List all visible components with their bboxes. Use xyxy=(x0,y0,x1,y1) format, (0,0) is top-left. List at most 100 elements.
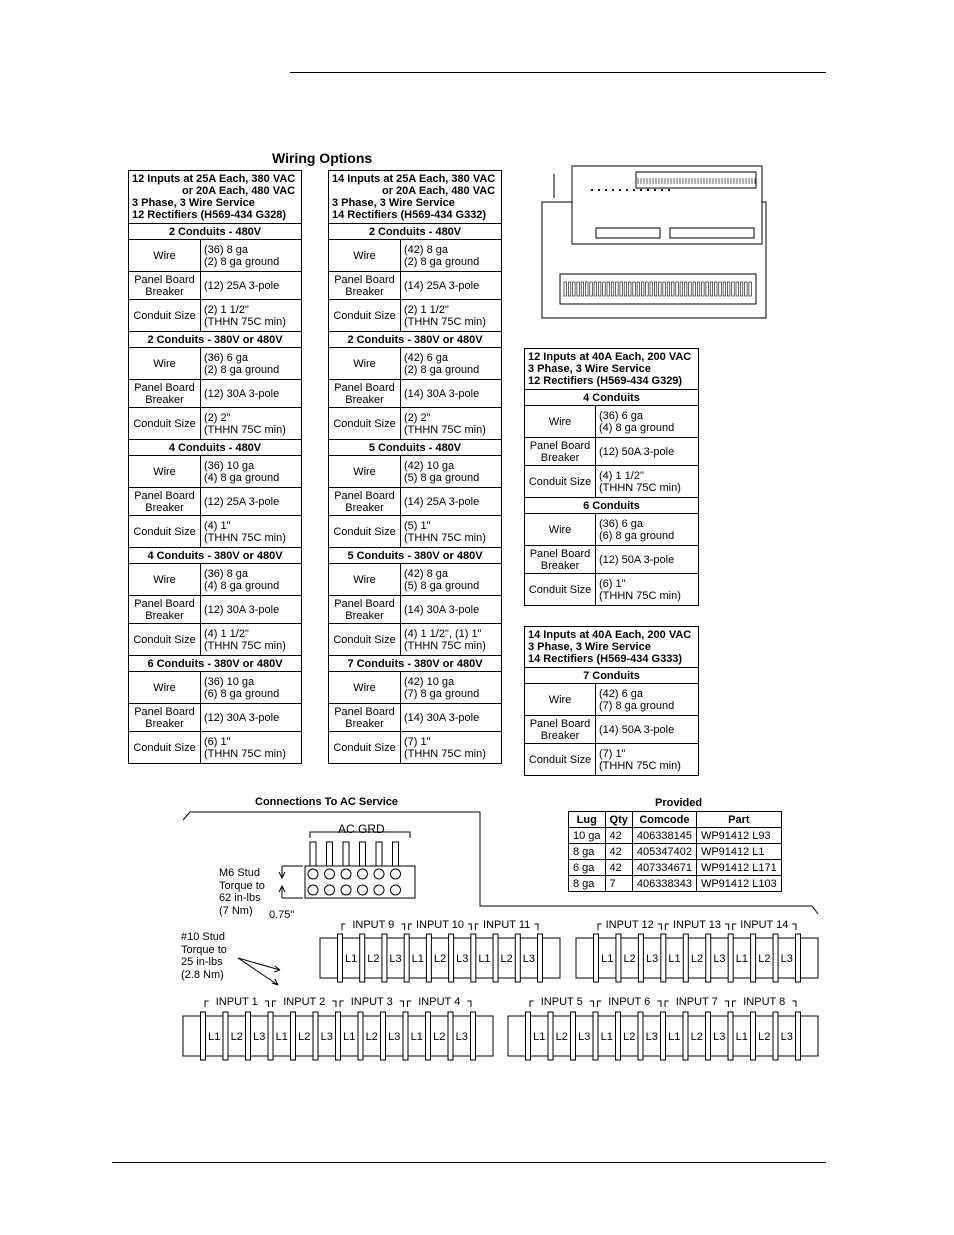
row-value: (7) 1"(THHN 75C min) xyxy=(400,731,502,764)
phase-label: L3 xyxy=(321,1031,333,1043)
row-label: Conduit Size xyxy=(524,465,596,498)
table-cell: 7 xyxy=(604,875,633,892)
phase-label: L2 xyxy=(434,953,446,965)
row-value: (12) 30A 3-pole xyxy=(200,595,302,624)
row-label: Wire xyxy=(524,683,596,716)
table-cell: WP91412 L93 xyxy=(695,827,782,844)
phase-label: L3 xyxy=(781,953,793,965)
phase-label: L1 xyxy=(601,953,613,965)
row-value: (2) 2"(THHN 75C min) xyxy=(400,407,502,440)
row-label: Conduit Size xyxy=(128,731,201,764)
row-label: Panel Board Breaker xyxy=(524,715,596,744)
table-cell: 406338145 xyxy=(631,827,697,844)
row-label: Wire xyxy=(328,347,401,380)
phase-label: L3 xyxy=(713,953,725,965)
phase-label: L2 xyxy=(556,1031,568,1043)
input-label: INPUT 8 xyxy=(743,996,785,1008)
table-cell: 406338343 xyxy=(631,875,697,892)
row-value: (5) 1"(THHN 75C min) xyxy=(400,515,502,548)
phase-label: L2 xyxy=(366,1031,378,1043)
phase-label: L2 xyxy=(691,1031,703,1043)
table-cell: 42 xyxy=(604,859,633,876)
phase-label: L3 xyxy=(781,1031,793,1043)
row-value: (4) 1 1/2", (1) 1"(THHN 75C min) xyxy=(400,623,502,656)
rectifier-shelf-illustration xyxy=(541,165,767,319)
row-value: (36) 10 ga(4) 8 ga ground xyxy=(200,455,302,488)
row-label: Conduit Size xyxy=(328,407,401,440)
row-value: (42) 8 ga(2) 8 ga ground xyxy=(400,239,502,272)
row-label: Panel Board Breaker xyxy=(328,595,401,624)
phase-label: L2 xyxy=(298,1031,310,1043)
table-cell: 8 ga xyxy=(568,875,606,892)
provided-col-header: Part xyxy=(695,811,782,828)
row-label: Panel Board Breaker xyxy=(328,379,401,408)
input-label: INPUT 7 xyxy=(676,996,718,1008)
phase-label: L2 xyxy=(501,953,513,965)
row-value: (6) 1"(THHN 75C min) xyxy=(595,573,699,606)
table-cell: 405347402 xyxy=(631,843,697,860)
input-label: INPUT 11 xyxy=(483,919,530,931)
row-label: Conduit Size xyxy=(128,407,201,440)
section-title: 5 Conduits - 480V xyxy=(328,439,502,456)
provided-col-header: Comcode xyxy=(631,811,697,828)
provided-col-header: Qty xyxy=(604,811,633,828)
connections-title: Connections To AC Service xyxy=(255,796,399,808)
row-value: (6) 1"(THHN 75C min) xyxy=(200,731,302,764)
row-value: (42) 10 ga(7) 8 ga ground xyxy=(400,671,502,704)
row-value: (12) 30A 3-pole xyxy=(200,379,302,408)
input-label: INPUT 2 xyxy=(283,996,325,1008)
phase-label: L3 xyxy=(253,1031,265,1043)
row-label: Panel Board Breaker xyxy=(128,379,201,408)
row-label: Conduit Size xyxy=(328,731,401,764)
row-label: Panel Board Breaker xyxy=(128,271,201,300)
input-label: INPUT 9 xyxy=(352,919,394,931)
phase-label: L3 xyxy=(646,1031,658,1043)
phase-label: L1 xyxy=(343,1031,355,1043)
row-value: (7) 1"(THHN 75C min) xyxy=(595,743,699,776)
phase-label: L1 xyxy=(533,1031,545,1043)
phase-label: L2 xyxy=(623,1031,635,1043)
row-label: Wire xyxy=(128,455,201,488)
input-label: INPUT 13 xyxy=(673,919,721,931)
phase-label: L2 xyxy=(758,1031,770,1043)
row-value: (36) 6 ga(2) 8 ga ground xyxy=(200,347,302,380)
row-label: Wire xyxy=(328,671,401,704)
input-label: INPUT 12 xyxy=(606,919,654,931)
row-value: (36) 10 ga(6) 8 ga ground xyxy=(200,671,302,704)
phase-label: L2 xyxy=(367,953,379,965)
phase-label: L1 xyxy=(478,953,490,965)
row-value: (12) 25A 3-pole xyxy=(200,271,302,300)
dimension-label: 0.75" xyxy=(269,909,295,921)
row-label: Conduit Size xyxy=(524,743,596,776)
row-value: (2) 1 1/2"(THHN 75C min) xyxy=(200,299,302,332)
phase-label: L2 xyxy=(758,953,770,965)
table-cell: WP91412 L103 xyxy=(695,875,782,892)
row-value: (12) 50A 3-pole xyxy=(595,437,699,466)
input-label: INPUT 3 xyxy=(351,996,393,1008)
phase-label: L1 xyxy=(412,953,424,965)
row-value: (12) 30A 3-pole xyxy=(200,703,302,732)
input-label: INPUT 5 xyxy=(541,996,583,1008)
row-label: Conduit Size xyxy=(524,573,596,606)
phase-label: L3 xyxy=(456,1031,468,1043)
phase-label: L1 xyxy=(668,953,680,965)
input-label: INPUT 10 xyxy=(416,919,464,931)
row-label: Panel Board Breaker xyxy=(128,487,201,516)
phase-label: L1 xyxy=(208,1031,220,1043)
phase-label: L1 xyxy=(736,953,748,965)
row-label: Wire xyxy=(128,671,201,704)
bottom-rule xyxy=(112,1162,826,1163)
row-label: Wire xyxy=(328,563,401,596)
phase-label: L3 xyxy=(578,1031,590,1043)
row-value: (12) 50A 3-pole xyxy=(595,545,699,574)
phase-label: L1 xyxy=(601,1031,613,1043)
row-label: Panel Board Breaker xyxy=(524,545,596,574)
